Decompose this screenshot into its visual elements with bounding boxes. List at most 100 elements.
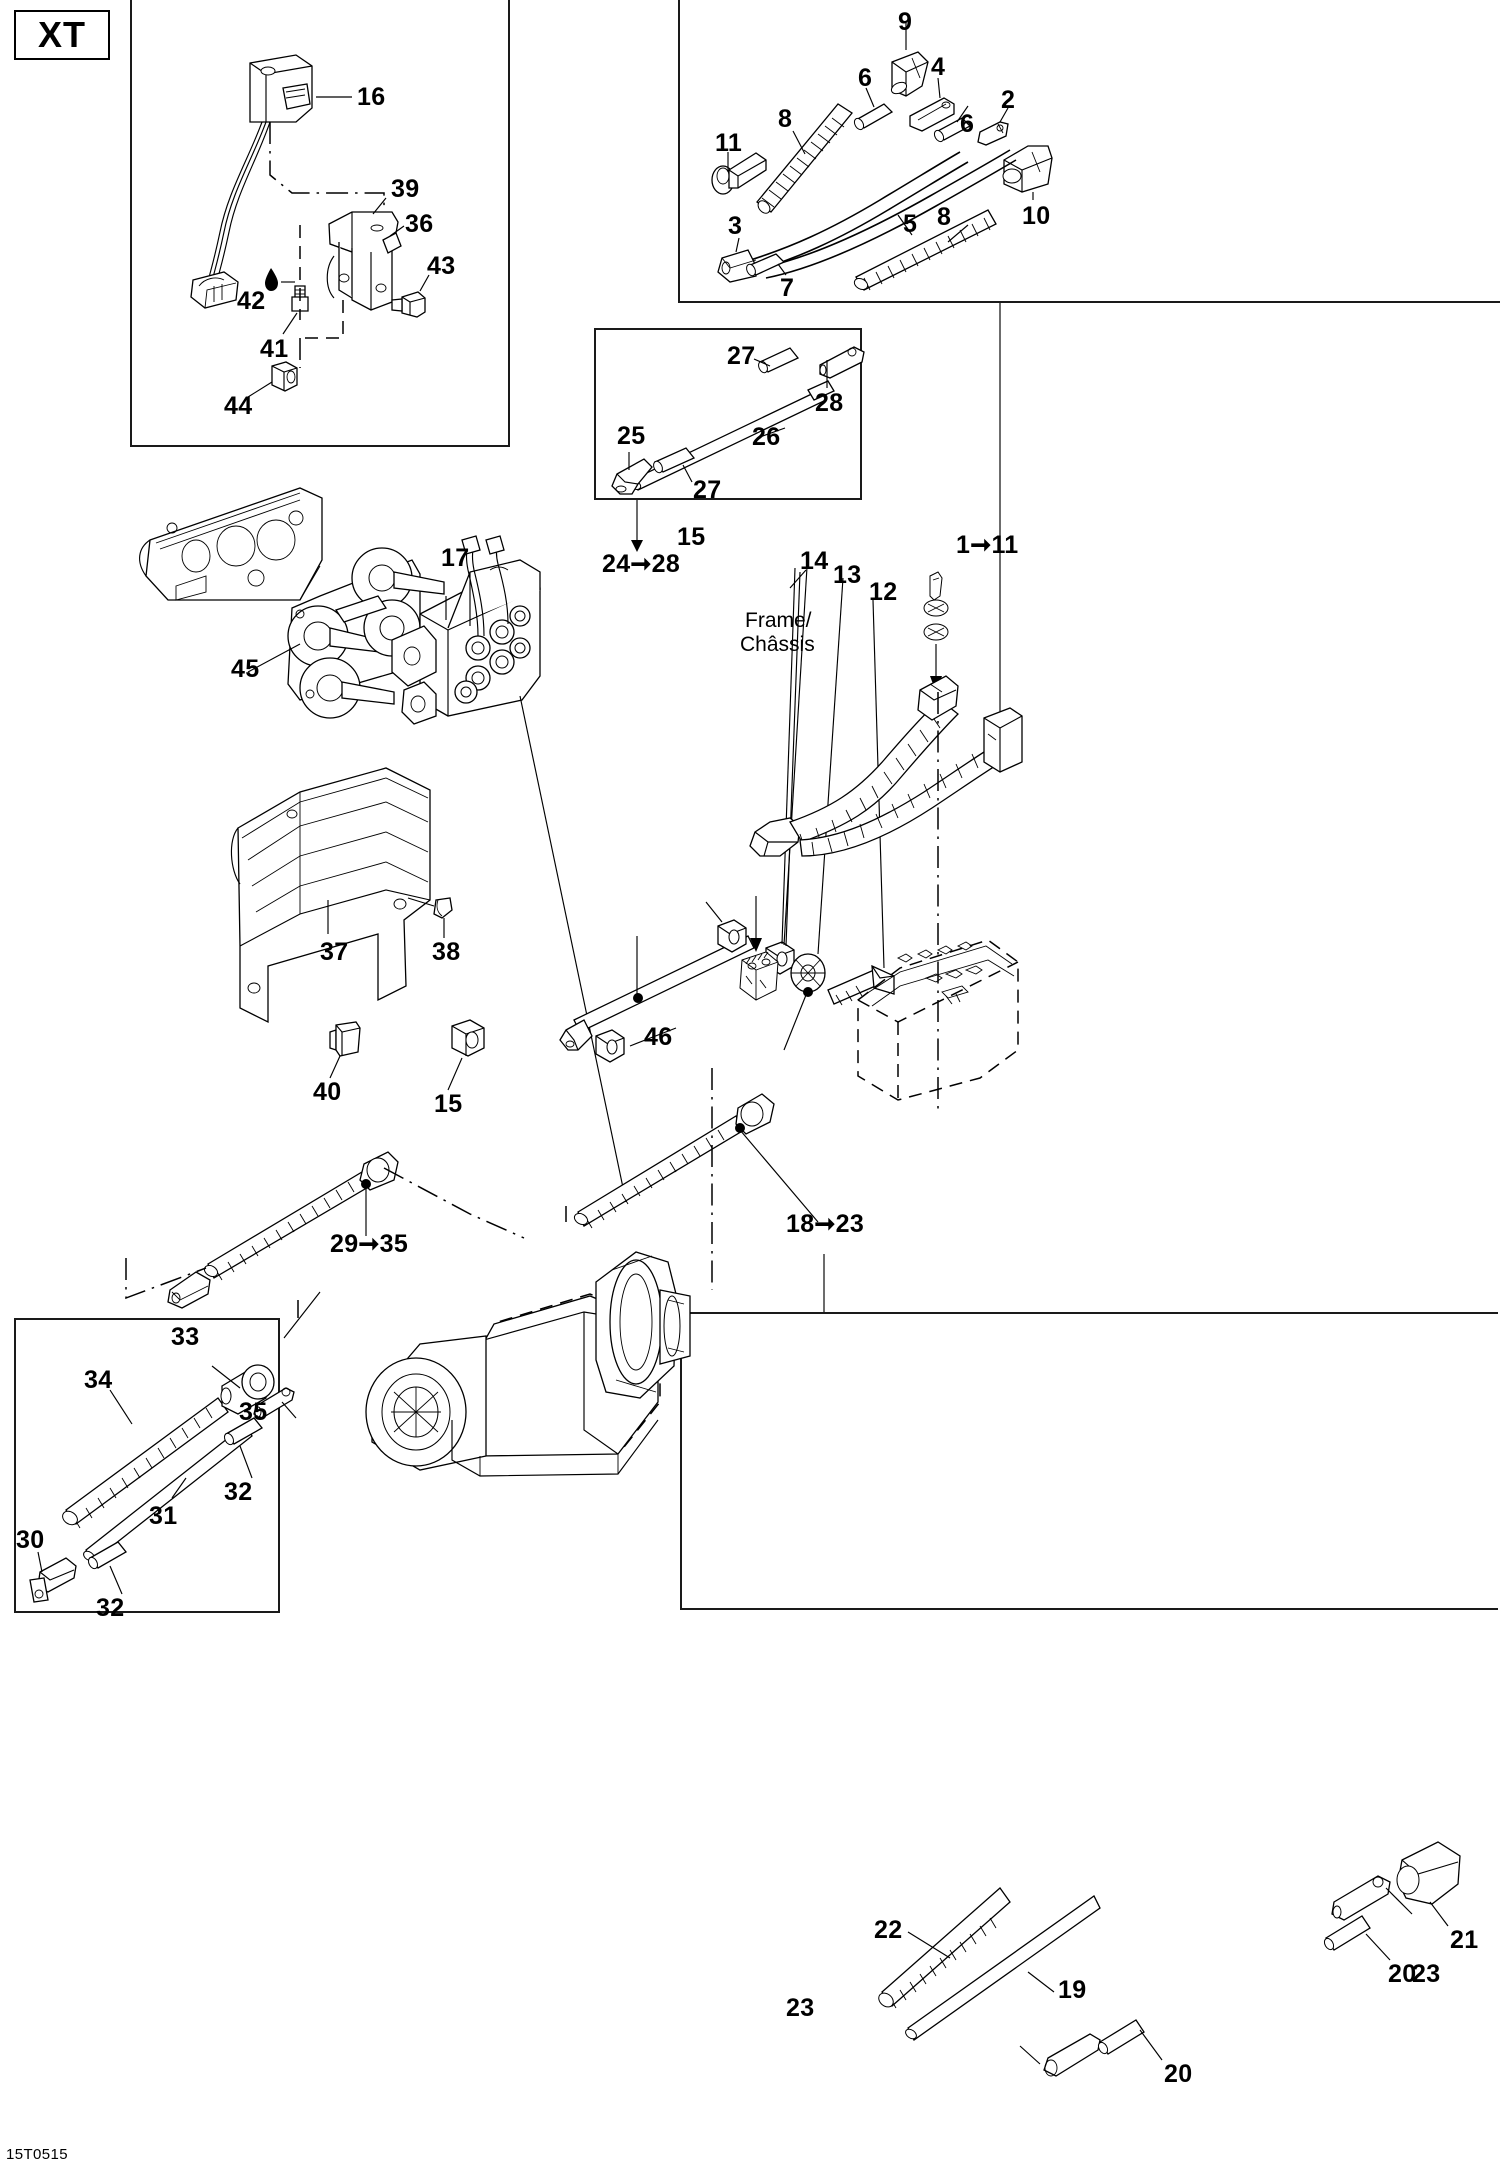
frame-chassis-label-fr: Châssis <box>740 633 815 656</box>
model-badge-label: XT <box>37 14 86 55</box>
part-15-nut-left <box>451 1019 485 1057</box>
leader-15-right <box>705 901 723 923</box>
group-label-1-11: 1➞11 <box>956 531 1019 559</box>
callout-40: 40 <box>313 1078 342 1106</box>
callout-23-upper: 23 <box>1412 1960 1441 1988</box>
part-26-rod <box>628 380 835 491</box>
part-28-terminal <box>819 346 865 379</box>
leader-23-lower <box>1019 2045 1041 2065</box>
leader-36 <box>389 225 405 237</box>
part-13-washer <box>790 953 826 993</box>
callout-44: 44 <box>224 392 253 420</box>
part-11-terminal <box>711 152 767 195</box>
part-27-sleeve-top <box>758 347 800 374</box>
leader-2 <box>999 107 1009 123</box>
cable-18-23-installed <box>573 1093 775 1229</box>
part-44-nut <box>271 361 298 392</box>
callout-16: 16 <box>357 83 386 111</box>
part-2-terminal <box>977 121 1009 146</box>
starter-solenoid-small <box>739 951 779 1001</box>
callout-10: 10 <box>1022 202 1051 230</box>
leader-39 <box>372 197 387 215</box>
callout-9: 9 <box>898 8 913 36</box>
callout-22: 22 <box>874 1916 903 1944</box>
panel-18-23-art <box>878 1841 1461 2077</box>
leader-21 <box>1429 1901 1449 1927</box>
leader-31 <box>171 1477 187 1499</box>
part-8-conduit-lower <box>853 209 997 291</box>
leader-43 <box>419 274 430 292</box>
callout-2: 2 <box>1001 86 1016 114</box>
callout-20-upper: 20 <box>1388 1960 1417 1988</box>
leader-22 <box>907 1931 951 1959</box>
group-label-18-23: 18➞23 <box>786 1210 865 1238</box>
leader-23-upper <box>1385 1887 1413 1915</box>
callout-4: 4 <box>931 53 946 81</box>
part-37-cover <box>230 767 431 1024</box>
leader-30 <box>37 1551 43 1573</box>
part-42-oil-drop <box>265 268 278 291</box>
part-39-36-bracket <box>326 211 402 311</box>
arrow-24-28 <box>631 540 643 552</box>
winch-interrupter-panel <box>130 0 510 447</box>
callout-27-bottom: 27 <box>693 476 722 504</box>
leader-13-visible <box>817 577 844 955</box>
panel-29-35-art <box>29 1364 295 1603</box>
leader-8b <box>947 224 969 243</box>
leader-8a <box>792 130 806 155</box>
callout-45: 45 <box>231 655 260 683</box>
callout-37: 37 <box>320 938 349 966</box>
part-25-terminal <box>611 458 653 495</box>
part-46-rod-assembly <box>559 935 755 1051</box>
part-4-connector <box>909 97 955 132</box>
callout-23-lower: 23 <box>786 1994 815 2022</box>
leader-20-lower <box>1139 2029 1163 2061</box>
callout-7: 7 <box>780 274 795 302</box>
leader-6b <box>956 105 969 123</box>
callout-12: 12 <box>869 578 898 606</box>
callout-11: 11 <box>715 129 743 157</box>
frame-chassis-label-en: Frame/ <box>745 609 812 632</box>
callout-6-left: 6 <box>858 64 873 92</box>
fastener-column <box>923 571 949 692</box>
callout-17: 17 <box>441 544 470 572</box>
part-43-bolt <box>391 291 426 318</box>
part-3-cable <box>717 151 969 283</box>
leader-frame-chassis <box>783 989 809 1051</box>
winch-assembly <box>365 1251 691 1477</box>
arrow-starter <box>750 938 762 952</box>
callout-14: 14 <box>800 547 829 575</box>
part-6-sleeve-left <box>853 103 894 131</box>
part-7-sleeve <box>746 253 786 277</box>
callout-39: 39 <box>391 175 420 203</box>
part-8-conduit-upper <box>756 103 853 214</box>
leader-38b <box>407 897 435 907</box>
leader-32-lower <box>109 1565 123 1595</box>
leader-27b <box>682 464 693 483</box>
leader-18-23 <box>739 1129 819 1223</box>
callout-31: 31 <box>149 1502 178 1530</box>
leader-19 <box>1027 1971 1055 1993</box>
leader-6a <box>865 87 875 108</box>
callout-3: 3 <box>728 212 743 240</box>
callout-42: 42 <box>237 287 266 315</box>
callout-32-upper: 32 <box>224 1478 253 1506</box>
leader-44 <box>247 381 273 398</box>
leader-3 <box>735 237 740 253</box>
leader-14-visible <box>783 566 808 946</box>
battery-phantom <box>857 939 1019 1101</box>
callout-35: 35 <box>239 1398 268 1426</box>
part-17-solenoid <box>391 535 541 725</box>
leader-40 <box>329 1055 341 1079</box>
callout-20-lower: 20 <box>1164 2060 1193 2088</box>
construction-29-35 <box>125 1258 207 1300</box>
part-10-boot <box>1002 145 1053 193</box>
part-12-bolt <box>827 964 895 1006</box>
model-badge: XT <box>14 10 110 60</box>
cable-29-35-installed <box>167 1151 399 1309</box>
leader-20-upper <box>1365 1933 1391 1961</box>
construction-16-39 <box>269 122 385 208</box>
callout-8-lower: 8 <box>937 203 952 231</box>
